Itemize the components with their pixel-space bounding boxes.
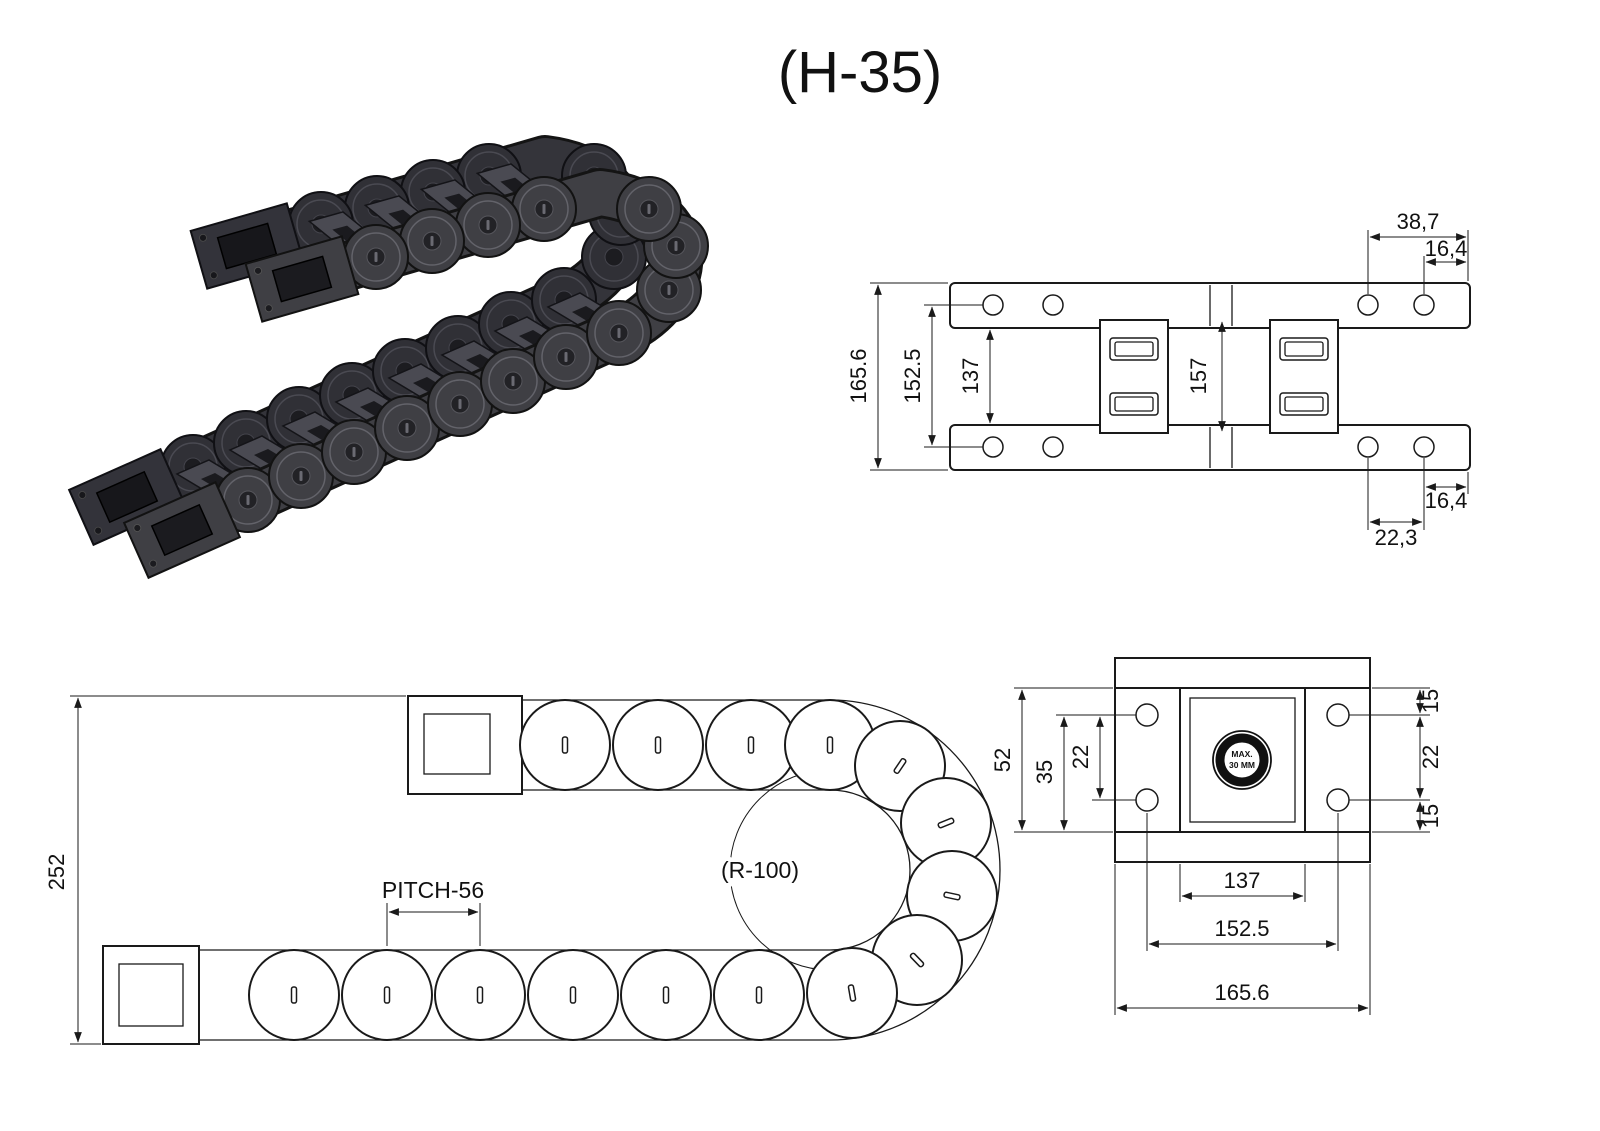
chain-link [586,300,652,366]
bolt-hole [982,436,1004,458]
latch-slot [1109,392,1159,416]
dim-label: 22,3 [1375,525,1418,550]
end-bracket [407,695,523,795]
dim-label: 22 [1418,745,1443,769]
dim-width-16-4-bottom: 16,4 [1425,472,1469,513]
dim-height-152-5: 152.5 [900,304,983,448]
dim-height-35: 35 [1032,714,1136,831]
dim-15-top: 15 [1349,687,1443,716]
bolt-hole [1357,436,1379,458]
dim-width-38-7: 38,7 [1367,209,1469,294]
dim-label: 16,4 [1425,488,1468,513]
radius-label: (R-100) [721,857,799,883]
chain-link [616,176,682,242]
end-bracket [102,945,200,1045]
page-title: (H-35) [778,40,942,105]
latch-slot [1109,337,1159,361]
dim-width-22-3: 22,3 [1367,458,1425,550]
chain-link [511,176,577,242]
bend-outer-arc [829,699,1001,1041]
dim-label: 137 [1224,868,1261,893]
dim-label: 15 [1418,804,1443,828]
bolt-hole [1135,788,1159,812]
link-body [1269,319,1339,434]
dim-label: 152.5 [900,348,925,403]
dim-pitch: PITCH-56 [377,873,489,946]
chain-link [455,192,521,258]
latch-slot [1279,337,1329,361]
dim-label: 16,4 [1425,236,1468,261]
dim-height-52: 52 [990,687,1113,833]
chain-link [399,208,465,274]
dim-height-252: 252 [44,695,406,1045]
dim-height-157: 157 [1186,321,1226,432]
dim-label: 22 [1068,745,1093,769]
dim-label: 15 [1418,689,1443,713]
end-view: MAX. 30 MM 52 35 22 15 22 [990,657,1443,1015]
badge-line1: MAX. [1231,749,1252,759]
latch-slot [1279,392,1329,416]
top-crossbar [1114,657,1371,689]
dim-height-22-left: 22 [1068,716,1136,801]
dim-label: 252 [44,854,69,891]
bolt-hole [1413,436,1435,458]
bolt-hole [982,294,1004,316]
dim-label: 165.6 [1214,980,1269,1005]
isometric-view [68,135,709,579]
top-view: 165.6 152.5 137 157 38,7 16,4 [846,209,1471,550]
dim-15-bottom: 15 [1372,801,1443,833]
bottom-crossbar [1114,831,1371,863]
dim-width-152-5: 152.5 [1146,813,1339,951]
pitch-label: PITCH-56 [382,877,484,903]
dim-width-16-4-top: 16,4 [1423,236,1468,294]
dim-label: 165.6 [846,348,871,403]
link-body [1099,319,1169,434]
bolt-hole [1042,436,1064,458]
badge-line2: 30 MM [1229,760,1255,770]
dim-label: 152.5 [1214,916,1269,941]
dim-width-137: 137 [1179,864,1306,902]
dim-label: 35 [1032,760,1057,784]
bolt-hole [1135,703,1159,727]
bolt-hole [1326,788,1350,812]
bolt-hole [1413,294,1435,316]
dim-width-165-6: 165.6 [1114,864,1371,1015]
dim-label: 157 [1186,358,1211,395]
dim-label: 52 [990,748,1015,772]
end-bracket-window [423,713,491,775]
dim-height-137: 137 [958,329,994,424]
dim-22-right: 22 [1349,716,1443,801]
max-cable-diameter-badge: MAX. 30 MM [1212,730,1272,790]
dim-label: 38,7 [1397,209,1440,234]
bend-inner-arc [829,789,911,951]
end-bracket-window [118,963,184,1027]
bolt-hole [1357,294,1379,316]
dim-label: 137 [958,358,983,395]
bolt-hole [1042,294,1064,316]
bolt-hole [1326,703,1350,727]
dim-height-165-6: 165.6 [846,282,948,471]
side-view: 252 PITCH-56 (R-100) [44,695,1001,1045]
